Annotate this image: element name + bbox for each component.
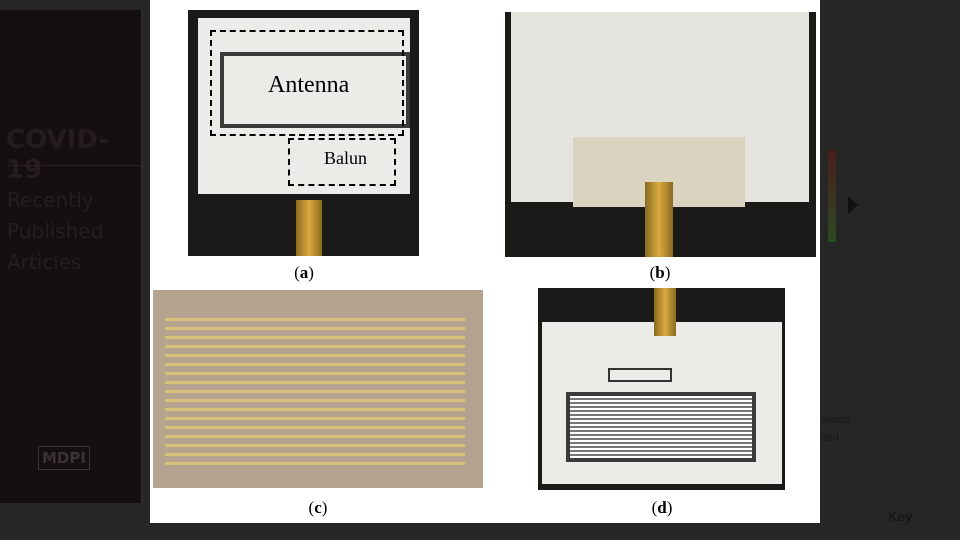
meander-line xyxy=(165,426,465,429)
divider xyxy=(7,165,142,166)
page-background xyxy=(820,10,960,525)
bg-text: ited xyxy=(821,432,839,444)
antenna-label: Antenna xyxy=(268,72,350,98)
meander-line xyxy=(165,390,465,393)
meander-line xyxy=(165,327,465,330)
photo-a: Antenna Balun xyxy=(188,10,419,256)
meander-line xyxy=(165,345,465,348)
meander-line xyxy=(165,336,465,339)
covid-heading[interactable]: COVID-19 xyxy=(6,125,110,185)
caption-c: (c) xyxy=(308,498,328,517)
meander-line xyxy=(165,381,465,384)
photo-d xyxy=(538,288,785,490)
meander-line xyxy=(165,372,465,375)
meander-line xyxy=(165,363,465,366)
photo-b xyxy=(505,12,816,257)
link-line: Articles xyxy=(7,250,82,274)
caption-b: (b) xyxy=(649,263,671,282)
meander-line xyxy=(165,462,465,465)
recent-articles-link[interactable]: Recently Published Articles xyxy=(7,185,103,278)
link-line: Published xyxy=(7,219,104,243)
link-line: Recently xyxy=(7,188,94,212)
balun-label: Balun xyxy=(324,148,367,168)
meander-line xyxy=(165,417,465,420)
meander-line xyxy=(165,399,465,402)
keyword-text: Key xyxy=(888,508,913,524)
mdpi-logo: MDPI xyxy=(38,446,90,470)
sidebar-panel: COVID-19 Recently Published Articles MDP… xyxy=(0,10,143,503)
caption-d: (d) xyxy=(651,498,673,517)
bg-text: ermits xyxy=(821,414,851,426)
antenna-box xyxy=(210,30,404,136)
meander-line xyxy=(165,453,465,456)
meander-line xyxy=(165,354,465,357)
play-arrow-icon[interactable] xyxy=(848,196,858,214)
photo-c xyxy=(153,290,483,488)
caption-a: (a) xyxy=(294,263,314,282)
meander-line xyxy=(165,318,465,321)
meander-line xyxy=(165,444,465,447)
meander-line xyxy=(165,435,465,438)
balun-box xyxy=(288,138,396,186)
metric-bar xyxy=(828,150,836,242)
meander-line xyxy=(165,408,465,411)
figure-lightbox: Antenna Balun (a) (b) (c) (d) xyxy=(150,0,820,523)
